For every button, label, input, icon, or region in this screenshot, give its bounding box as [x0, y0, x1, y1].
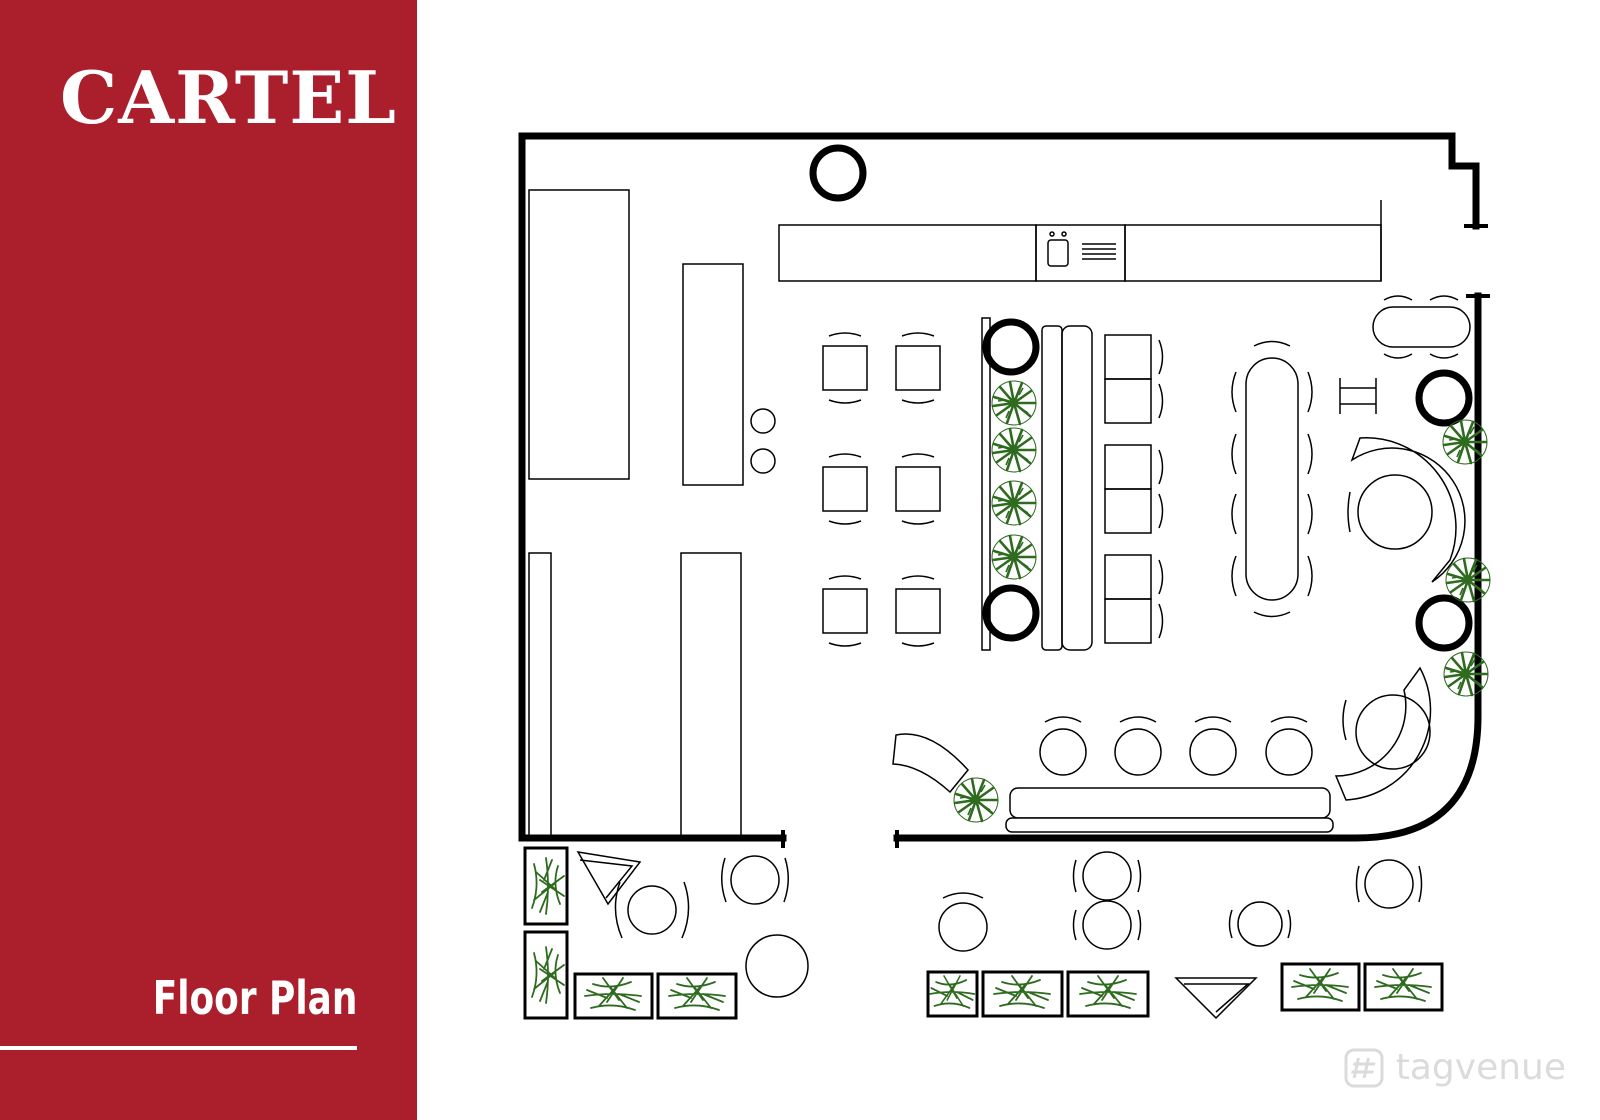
- square-tables: [822, 332, 941, 647]
- bottom-bar: [892, 716, 1334, 833]
- long-table: [1231, 340, 1313, 618]
- bar-counter: [778, 200, 1382, 282]
- watermark: tagvenue: [1342, 1046, 1566, 1090]
- walls: [518, 132, 1482, 842]
- right-seating: [1334, 295, 1471, 801]
- brand-logo: CARTEL: [60, 55, 397, 140]
- title-underline: [0, 1046, 357, 1050]
- tagvenue-logo-icon: [1344, 1048, 1384, 1088]
- columns: [809, 144, 1473, 652]
- watermark-text: tagvenue: [1395, 1047, 1566, 1088]
- planter-strip: [981, 317, 1038, 651]
- floor-plan-title: Floor Plan: [152, 971, 357, 1025]
- terrace-seating: [576, 851, 1423, 1020]
- booth-bench: [1041, 325, 1164, 651]
- sidebar-panel: CARTEL Floor Plan: [0, 0, 417, 1120]
- terrace-planters: [523, 846, 1444, 1020]
- left-furniture: [528, 189, 776, 837]
